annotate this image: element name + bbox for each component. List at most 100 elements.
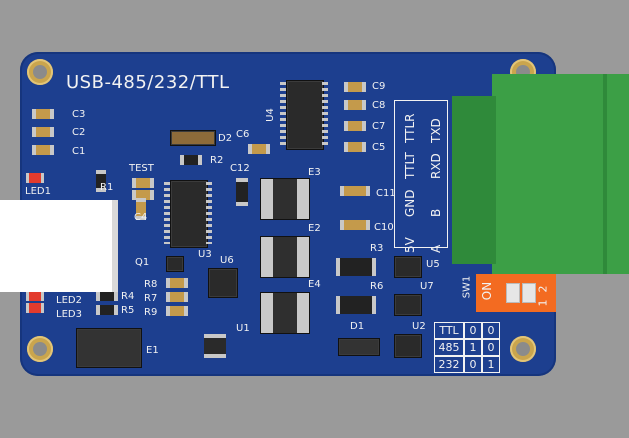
label-e2: E2 bbox=[308, 223, 321, 234]
label-led1: LED1 bbox=[25, 186, 51, 197]
test-pad-1 bbox=[132, 178, 154, 188]
ic-u4-pins-left bbox=[280, 82, 286, 146]
led2 bbox=[26, 291, 44, 301]
regulator-u1 bbox=[204, 334, 226, 358]
label-c11: C11 bbox=[376, 188, 396, 199]
mounting-hole-top-left bbox=[27, 59, 53, 85]
label-test: TEST bbox=[129, 163, 154, 174]
label-r6: R6 bbox=[370, 281, 384, 292]
resistor-r4 bbox=[96, 291, 118, 301]
terminal-label-a: A bbox=[429, 244, 443, 253]
board-title: USB-485/232/TTL bbox=[66, 72, 230, 93]
label-r8: R8 bbox=[144, 279, 158, 290]
inductor-e2 bbox=[260, 236, 310, 278]
terminal-label-gnd: GND bbox=[403, 189, 417, 217]
screw-terminal-face bbox=[452, 96, 496, 264]
switch-number-1: 1 bbox=[536, 299, 550, 307]
label-u7: U7 bbox=[420, 281, 434, 292]
label-led2: LED2 bbox=[56, 295, 82, 306]
screw-terminal-block[interactable] bbox=[492, 74, 629, 274]
label-sw1: SW1 bbox=[461, 275, 473, 299]
label-d1: D1 bbox=[350, 321, 365, 332]
ic-u7 bbox=[394, 294, 422, 316]
terminal-label-rxd: RXD bbox=[429, 153, 443, 179]
resistor-r3 bbox=[336, 258, 376, 276]
label-d2: D2 bbox=[218, 133, 233, 144]
label-c8: C8 bbox=[372, 100, 386, 111]
transistor-q1 bbox=[166, 256, 184, 272]
terminal-label-txd: TXD bbox=[429, 118, 443, 143]
capacitor-c12 bbox=[236, 178, 248, 206]
capacitor-c7 bbox=[344, 121, 366, 131]
dip-toggle-1[interactable] bbox=[506, 283, 520, 303]
terminal-label-ttlt: TTLT bbox=[403, 152, 417, 179]
resistor-r1 bbox=[96, 170, 106, 192]
terminal-label-b: B bbox=[429, 208, 443, 217]
label-u4: U4 bbox=[264, 108, 276, 122]
ic-u3-pins-right bbox=[206, 182, 212, 244]
capacitor-c1 bbox=[32, 145, 54, 155]
capacitor-c2 bbox=[32, 127, 54, 137]
dip-toggle-2[interactable] bbox=[522, 283, 536, 303]
label-r1: R1 bbox=[100, 182, 114, 193]
capacitor-c10 bbox=[340, 220, 370, 230]
diode-d2 bbox=[170, 130, 216, 146]
label-c12: C12 bbox=[230, 163, 250, 174]
label-c1: C1 bbox=[72, 146, 86, 157]
ic-u2 bbox=[394, 334, 422, 358]
label-r9: R9 bbox=[144, 307, 158, 318]
mounting-hole-bottom-left bbox=[27, 336, 53, 362]
label-u1: U1 bbox=[236, 323, 250, 334]
label-c2: C2 bbox=[72, 127, 86, 138]
label-e3: E3 bbox=[308, 167, 321, 178]
label-c10: C10 bbox=[374, 222, 394, 233]
mode-table-485-2: 0 bbox=[482, 339, 500, 356]
led1 bbox=[26, 173, 44, 183]
resistor-r2 bbox=[180, 155, 202, 165]
label-u3: U3 bbox=[198, 249, 212, 260]
ic-u4-pins-right bbox=[322, 82, 328, 146]
label-r2: R2 bbox=[210, 155, 224, 166]
mode-table-485: 485 bbox=[434, 339, 464, 356]
capacitor-c8 bbox=[344, 100, 366, 110]
label-u2: U2 bbox=[412, 321, 426, 332]
mode-table-485-1: 1 bbox=[464, 339, 482, 356]
label-r4: R4 bbox=[121, 291, 135, 302]
resistor-r7 bbox=[166, 292, 188, 302]
mode-table-ttl: TTL bbox=[434, 322, 464, 339]
label-u6: U6 bbox=[220, 255, 234, 266]
diode-d1 bbox=[338, 338, 380, 356]
mode-table-ttl-2: 0 bbox=[482, 322, 500, 339]
capacitor-c11 bbox=[340, 186, 370, 196]
resistor-r5 bbox=[96, 305, 118, 315]
terminal-label-ttlr: TTLR bbox=[403, 113, 417, 143]
ic-u3-pins-left bbox=[164, 182, 170, 244]
test-pad-2 bbox=[132, 190, 154, 200]
resistor-r6 bbox=[336, 296, 376, 314]
label-c6: C6 bbox=[236, 129, 250, 140]
capacitor-c3 bbox=[32, 109, 54, 119]
mode-table-232: 232 bbox=[434, 356, 464, 373]
label-r3: R3 bbox=[370, 243, 384, 254]
resistor-r9 bbox=[166, 306, 188, 316]
label-r7: R7 bbox=[144, 293, 158, 304]
label-e1: E1 bbox=[146, 345, 159, 356]
terminal-label-5v: 5V bbox=[403, 237, 417, 253]
mode-table-232-1: 0 bbox=[464, 356, 482, 373]
capacitor-c5 bbox=[344, 142, 366, 152]
inductor-e4 bbox=[260, 292, 310, 334]
switch-on-label: ON bbox=[480, 281, 495, 301]
label-c5: C5 bbox=[372, 142, 386, 153]
label-led3: LED3 bbox=[56, 309, 82, 320]
capacitor-c4 bbox=[136, 198, 146, 220]
ic-u4 bbox=[286, 80, 324, 150]
ic-u5 bbox=[394, 256, 422, 278]
mounting-hole-bottom-right bbox=[510, 336, 536, 362]
terminal-label-box bbox=[394, 100, 448, 248]
label-u5: U5 bbox=[426, 259, 440, 270]
screw-terminal-edge bbox=[603, 74, 607, 274]
label-r5: R5 bbox=[121, 305, 135, 316]
label-c9: C9 bbox=[372, 81, 386, 92]
capacitor-e1 bbox=[76, 328, 142, 368]
label-e4: E4 bbox=[308, 279, 321, 290]
